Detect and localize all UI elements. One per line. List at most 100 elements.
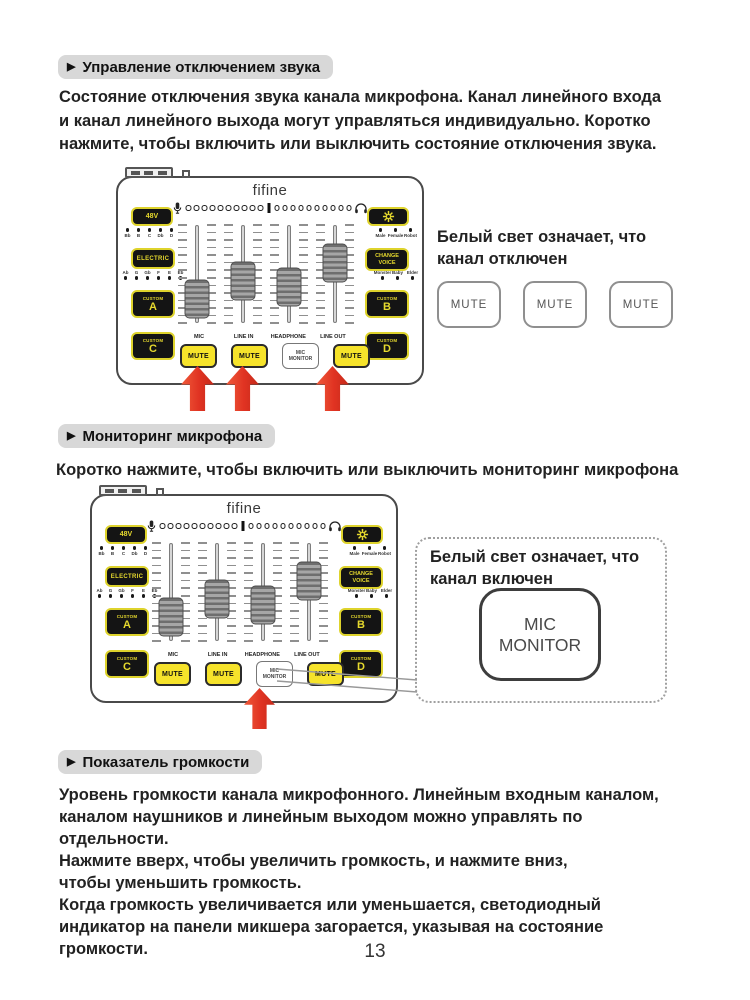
fader-ticks (178, 224, 187, 324)
tick-mark (224, 224, 233, 226)
tick-mark (178, 276, 187, 279)
mute-indicator-button-2: MUTE (523, 281, 587, 328)
tick-mark (178, 246, 187, 249)
indicator-dot-label: Db (157, 232, 164, 238)
tick-mark (273, 587, 282, 589)
tick-mark (273, 610, 282, 612)
tick-mark (299, 292, 308, 294)
tick-mark (253, 239, 262, 241)
tick-mark (224, 239, 233, 241)
tick-mark (198, 587, 207, 589)
led-dot (274, 205, 280, 211)
tick-mark (345, 231, 354, 234)
indicator-dot-item: Db (155, 227, 166, 238)
tick-mark (299, 269, 308, 271)
tick-mark (299, 261, 308, 264)
tick-mark (198, 610, 207, 612)
tick-mark (270, 299, 279, 302)
tick-mark (290, 617, 299, 620)
fader-ticks (198, 542, 207, 642)
led-dot (338, 205, 344, 211)
tick-mark (319, 625, 328, 627)
triangle-bullet-icon: ▶ (67, 60, 76, 73)
fader-ticks (244, 542, 253, 642)
headphones-icon (355, 202, 367, 213)
custom-button-letter: D (357, 660, 365, 673)
custom-button-small-label: CUSTOM (116, 655, 138, 661)
fader-channel-3 (270, 224, 308, 324)
led-dot (233, 205, 239, 211)
tick-mark (299, 246, 308, 249)
tick-mark (181, 602, 190, 605)
indicator-dot-item: B (133, 227, 144, 238)
tick-mark (299, 299, 308, 302)
tick-mark (207, 284, 216, 287)
tick-mark (316, 246, 325, 249)
indicator-dot-item: F (153, 270, 164, 281)
tick-mark (227, 610, 236, 612)
fader-channel-2 (224, 224, 262, 324)
tick-mark (198, 632, 207, 635)
indicator-dot-label: Elder (380, 588, 393, 593)
button-electric: ELECTRIC (105, 566, 149, 587)
led-dot (256, 523, 262, 529)
indicator-dot-label: F (131, 588, 134, 593)
indicator-dot-label: Db (131, 550, 138, 556)
indicator-dot-item: Female (362, 545, 377, 556)
led-dot (217, 205, 223, 211)
tick-mark (224, 299, 233, 302)
tick-mark (181, 640, 190, 642)
led-dot (241, 205, 247, 211)
tick-mark (319, 579, 328, 582)
tick-mark (152, 587, 161, 589)
tick-mark (152, 572, 161, 574)
tick-mark (178, 307, 187, 309)
led-group-left (185, 205, 263, 211)
indicator-dot (384, 594, 389, 598)
tick-mark (207, 322, 216, 324)
indicator-dot (121, 546, 126, 550)
line-out-mute-button: MUTE (307, 662, 344, 686)
indicator-dot-label: Female (387, 232, 404, 238)
led-dot (199, 523, 205, 529)
led-dot (215, 523, 221, 529)
indicator-dot-label: Gb (144, 270, 151, 275)
indicator-dot-item: Robot (377, 545, 392, 556)
tick-mark (227, 542, 236, 544)
fader-bank (178, 224, 354, 324)
indicator-dot (352, 546, 357, 550)
button-48v: 48V (131, 207, 173, 226)
mic-monitor-line2: MONITOR (262, 674, 287, 680)
mic-icon (173, 202, 182, 214)
led-dot (249, 205, 255, 211)
custom-button-letter: C (123, 660, 131, 673)
indicator-dot-label: Baby (391, 270, 403, 275)
tick-mark (244, 617, 253, 620)
indicator-dot (410, 276, 415, 280)
indicator-dot (408, 228, 413, 232)
indicator-dot (169, 228, 174, 232)
fader-channel-4 (290, 542, 328, 642)
tick-mark (273, 594, 282, 597)
mic-icon (147, 520, 156, 532)
tick-mark (345, 276, 354, 279)
indicator-dot (158, 228, 163, 232)
tick-mark (273, 602, 282, 605)
tick-mark (270, 254, 279, 256)
fader-ticks (316, 224, 325, 324)
tick-mark (299, 231, 308, 234)
tick-mark (227, 572, 236, 574)
custom-button-letter: A (149, 300, 157, 313)
led-level-meter (173, 202, 368, 214)
indicator-dot-item: Monster (374, 270, 391, 281)
tick-mark (207, 224, 216, 226)
tick-mark (316, 254, 325, 256)
tick-mark (299, 322, 308, 324)
tick-mark (253, 307, 262, 309)
custom-button-letter: D (383, 342, 391, 355)
indicator-dot-item: Ab (94, 588, 105, 599)
